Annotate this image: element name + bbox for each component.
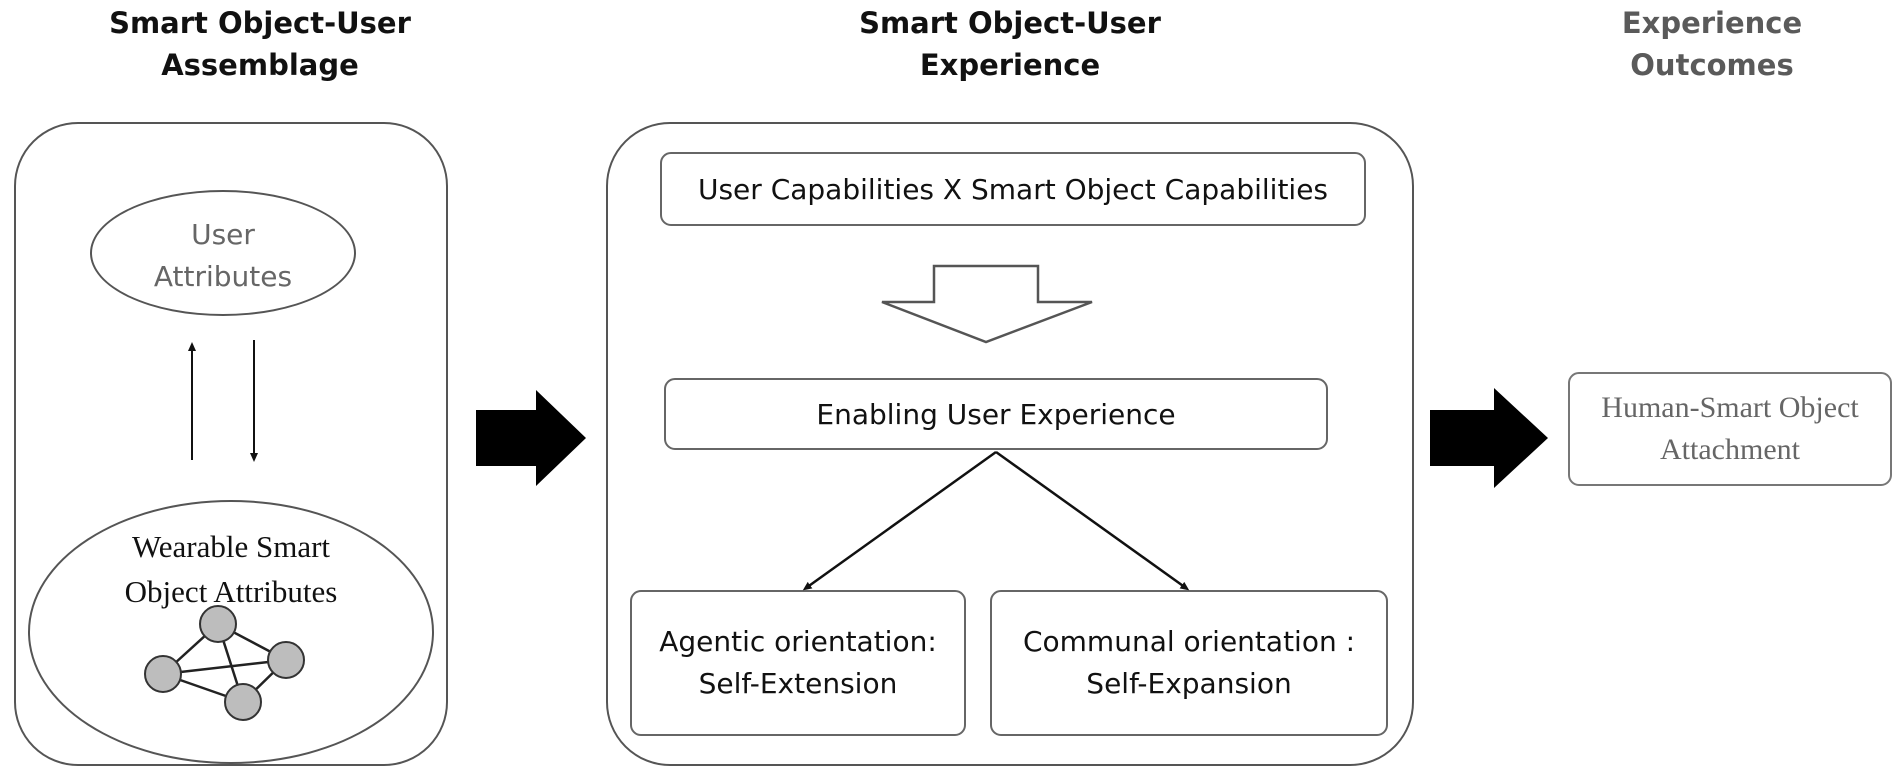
wearable-attributes-ellipse: Wearable Smart Object Attributes [28, 500, 434, 764]
connector-communal [995, 450, 1190, 591]
communal-line1: Communal orientation : [1022, 625, 1356, 658]
experience-heading: Smart Object-User Experience [810, 2, 1210, 86]
connector-agentic [802, 450, 997, 591]
network-graph-icon [144, 605, 305, 721]
user-attributes-ellipse: User Attributes [90, 190, 356, 316]
wearable-attributes-line2: Object Attributes [124, 574, 338, 609]
attachment-line2: Attachment [1660, 433, 1800, 466]
assemblage-heading: Smart Object-User Assemblage [60, 2, 460, 86]
communal-orientation-box: Communal orientation : Self-Expansion [990, 590, 1388, 736]
assemblage-heading-line2: Assemblage [161, 48, 359, 82]
enabling-experience-label: Enabling User Experience [816, 397, 1176, 431]
user-attributes-line2: Attributes [153, 260, 293, 293]
outcomes-heading: Experience Outcomes [1562, 2, 1862, 86]
attachment-line1: Human-Smart Object [1601, 391, 1859, 424]
agentic-orientation-box: Agentic orientation: Self-Extension [630, 590, 966, 736]
experience-heading-line1: Smart Object-User [859, 6, 1161, 40]
attachment-outcome-box: Human-Smart Object Attachment [1568, 372, 1892, 486]
enabling-experience-box: Enabling User Experience [664, 378, 1328, 450]
block-arrow-2 [1430, 388, 1548, 488]
outcomes-heading-line2: Outcomes [1630, 48, 1794, 82]
agentic-line1: Agentic orientation: [659, 625, 937, 658]
hollow-down-arrow [881, 264, 1093, 344]
agentic-line2: Self-Extension [698, 667, 898, 700]
user-attributes-line1: User [191, 218, 255, 251]
assemblage-heading-line1: Smart Object-User [109, 6, 411, 40]
block-arrow-1 [476, 390, 586, 486]
outcomes-heading-line1: Experience [1621, 6, 1803, 40]
capabilities-label: User Capabilities X Smart Object Capabil… [697, 172, 1329, 206]
capabilities-box: User Capabilities X Smart Object Capabil… [660, 152, 1366, 226]
experience-heading-line2: Experience [919, 48, 1101, 82]
communal-line2: Self-Expansion [1086, 667, 1292, 700]
wearable-attributes-line1: Wearable Smart [131, 529, 331, 564]
